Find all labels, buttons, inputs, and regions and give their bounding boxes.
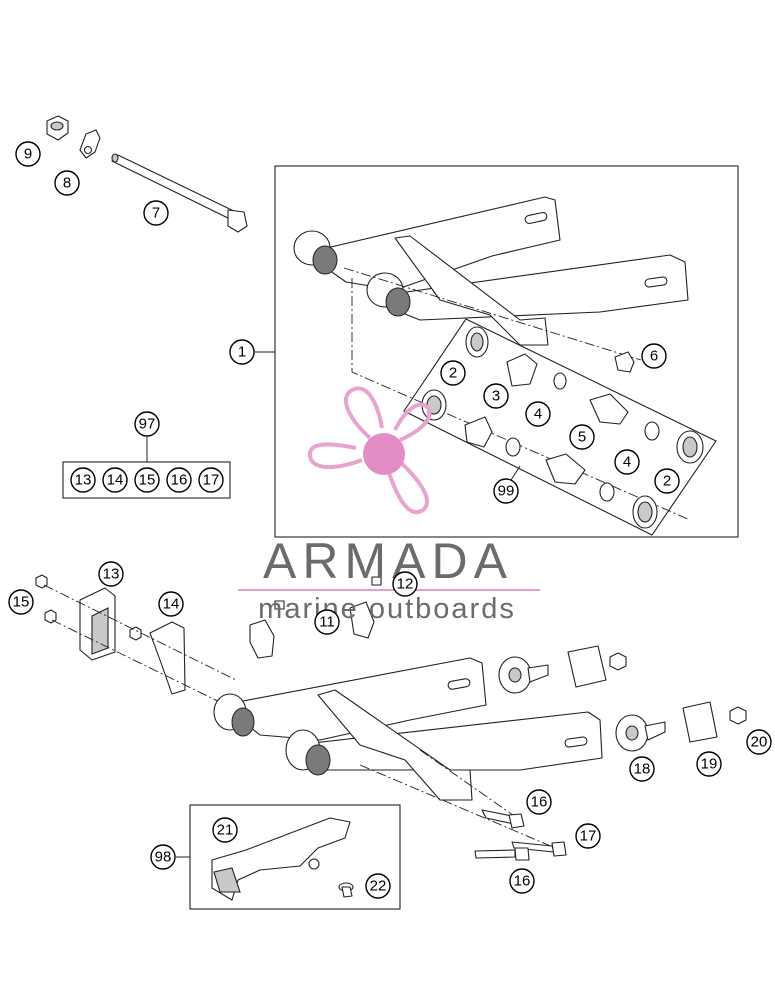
propeller-blade-3 — [386, 456, 429, 515]
svg-text:14: 14 — [107, 472, 124, 489]
callout-2b: 2 — [654, 468, 680, 494]
svg-text:5: 5 — [578, 429, 586, 446]
svg-text:2: 2 — [449, 365, 457, 382]
svg-text:11: 11 — [319, 614, 335, 631]
svg-text:21: 21 — [217, 822, 234, 839]
svg-text:9: 9 — [24, 146, 32, 163]
propeller-blade-4 — [393, 402, 432, 442]
kit-97-item: 16 — [166, 467, 192, 493]
chain-adjuster-plate — [79, 129, 101, 159]
callout-99-leader — [510, 465, 521, 481]
svg-text:3: 3 — [492, 388, 500, 405]
callout-15: 15 — [8, 589, 34, 615]
axle-nut — [46, 115, 69, 141]
svg-text:6: 6 — [650, 348, 658, 365]
callout-19: 19 — [696, 751, 722, 777]
armada-logo-watermark: ARMADA marine outboards — [238, 386, 540, 625]
pivot-bolts — [474, 809, 567, 861]
kit-97-item: 13 — [70, 467, 96, 493]
cable-guide-clip — [249, 576, 382, 659]
lower-axle-centerline-2 — [419, 749, 521, 821]
upper-axle-centerline-1 — [343, 267, 642, 361]
kit-97-item: 14 — [102, 467, 128, 493]
kit-97-item-list: 13 14 15 16 17 — [70, 467, 224, 493]
propeller-hub — [363, 433, 405, 475]
callout-16a: 16 — [526, 789, 552, 815]
svg-text:18: 18 — [634, 761, 651, 778]
svg-text:15: 15 — [13, 594, 30, 611]
callout-98: 98 — [150, 844, 176, 870]
small-nut-1 — [35, 574, 142, 641]
svg-text:17: 17 — [203, 472, 220, 489]
callout-3: 3 — [483, 383, 509, 409]
callout-8: 8 — [54, 170, 80, 196]
callout-14: 14 — [158, 591, 184, 617]
svg-text:97: 97 — [139, 416, 156, 433]
callout-11: 11 — [314, 609, 340, 635]
callout-21: 21 — [212, 817, 238, 843]
lower-guide-centerline-2 — [51, 619, 237, 711]
svg-text:13: 13 — [75, 472, 92, 489]
upper-axle-centerline-2 — [351, 278, 691, 521]
callout-13: 13 — [98, 561, 124, 587]
bushing-kit-outline — [403, 318, 717, 536]
callout-22: 22 — [365, 873, 391, 899]
swingarm-lower — [213, 657, 603, 801]
swingarm-upper — [293, 196, 689, 346]
svg-text:8: 8 — [63, 175, 71, 192]
propeller-blade-1 — [344, 386, 384, 440]
svg-text:16: 16 — [171, 472, 188, 489]
callout-16b: 16 — [509, 868, 535, 894]
svg-text:98: 98 — [155, 849, 172, 866]
svg-text:22: 22 — [370, 878, 387, 895]
callout-2a: 2 — [440, 360, 466, 386]
chain-slider-block — [79, 587, 116, 661]
propeller-icon — [308, 386, 432, 515]
callout-20: 20 — [746, 729, 772, 755]
svg-text:4: 4 — [623, 454, 631, 471]
kit-97-item: 17 — [198, 467, 224, 493]
guard-screw — [338, 882, 354, 898]
svg-text:12: 12 — [397, 576, 414, 593]
lower-axle-centerline-1 — [359, 764, 561, 851]
kit-97-item: 15 — [134, 467, 160, 493]
callout-4b: 4 — [614, 449, 640, 475]
svg-text:13: 13 — [103, 566, 120, 583]
svg-text:7: 7 — [152, 205, 160, 222]
callout-5: 5 — [569, 424, 595, 450]
axle-spacer-right — [498, 656, 666, 752]
svg-text:15: 15 — [139, 472, 156, 489]
swingarm-axle — [111, 153, 248, 233]
callout-99: 99 — [493, 478, 519, 504]
brand-tagline: marine outboards — [258, 593, 516, 625]
callout-12: 12 — [392, 571, 418, 597]
svg-text:16: 16 — [531, 794, 548, 811]
svg-text:14: 14 — [163, 596, 180, 613]
callout-9: 9 — [15, 141, 41, 167]
chain-guard — [211, 817, 351, 901]
svg-text:99: 99 — [498, 483, 515, 500]
chain-guide-plate — [149, 621, 186, 695]
axle-nut-lower — [609, 652, 747, 725]
svg-text:20: 20 — [751, 734, 768, 751]
svg-text:4: 4 — [534, 406, 542, 423]
callout-7: 7 — [143, 200, 169, 226]
svg-text:17: 17 — [580, 828, 597, 845]
callout-1: 1 — [229, 339, 255, 365]
callout-17: 17 — [575, 823, 601, 849]
brand-name: ARMADA — [263, 533, 513, 589]
svg-text:1: 1 — [238, 344, 246, 361]
svg-text:19: 19 — [701, 756, 718, 773]
propeller-blade-2 — [308, 442, 363, 470]
callout-4a: 4 — [525, 401, 551, 427]
svg-text:2: 2 — [663, 473, 671, 490]
svg-text:16: 16 — [514, 873, 531, 890]
callout-97: 97 — [134, 411, 160, 437]
chain-adjuster-bracket — [567, 645, 718, 743]
callout-18: 18 — [629, 756, 655, 782]
callout-6: 6 — [641, 343, 667, 369]
